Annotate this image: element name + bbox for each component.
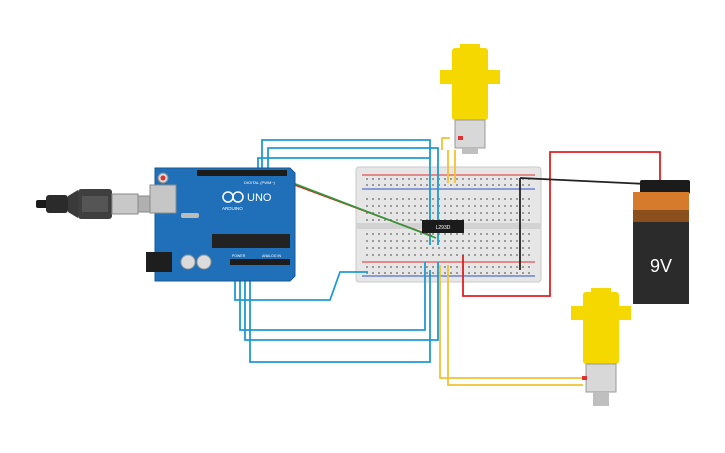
arduino-board[interactable]: UNO ARDUINO DIGITAL (PWM~) POWER ANALOG …: [146, 167, 296, 282]
signal-wires: [234, 139, 439, 363]
battery-9v[interactable]: 9V: [633, 180, 690, 304]
arduino-power-label: POWER: [232, 254, 246, 258]
arduino-digital-label: DIGITAL (PWM~): [244, 180, 276, 185]
motor-bottom[interactable]: [571, 288, 631, 406]
motor-wires: [439, 137, 583, 386]
battery-label: 9V: [650, 256, 672, 276]
breadboard-holes: [366, 178, 530, 274]
motor-top[interactable]: [440, 44, 500, 154]
chip-label: L293D: [436, 225, 451, 231]
arduino-logo-text: UNO: [247, 192, 272, 204]
arduino-brand-text: ARDUINO: [222, 206, 243, 211]
arduino-analog-label: ANALOG IN: [262, 254, 282, 258]
usb-cable[interactable]: [36, 189, 159, 219]
l293d-chip[interactable]: L293D: [422, 220, 464, 233]
